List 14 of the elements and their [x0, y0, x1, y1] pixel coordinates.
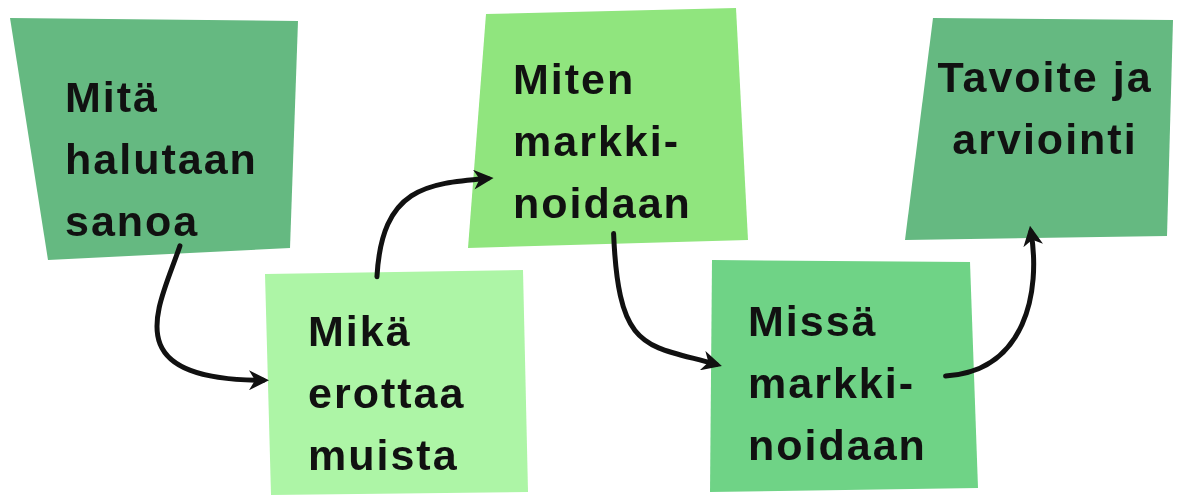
- note-text: Tavoite ja arviointi: [936, 52, 1154, 165]
- curved-arrow: [611, 231, 722, 371]
- sticky-note: [468, 8, 748, 248]
- sticky-note: [10, 18, 298, 263]
- sticky-note: [708, 260, 978, 492]
- curved-arrow: [154, 243, 269, 390]
- curved-arrow: [943, 225, 1043, 379]
- note-text: Mikä erottaa muista: [308, 306, 467, 481]
- note-text: Miten markki- noidaan: [513, 54, 693, 229]
- note-text: Missä markki- noidaan: [748, 296, 928, 471]
- note-text: Mitä halutaan sanoa: [65, 72, 259, 247]
- sticky-note: [263, 270, 528, 495]
- curved-arrow: [374, 169, 494, 280]
- sticky-note: [905, 18, 1173, 243]
